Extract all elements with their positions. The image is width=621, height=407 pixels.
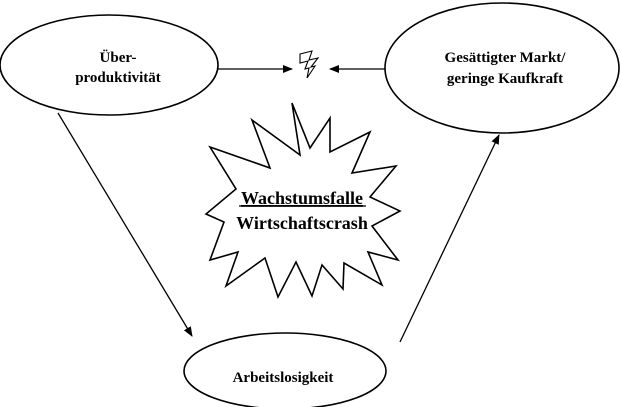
crash-starburst: Wachstumsfalle Wirtschaftscrash [204,102,402,300]
node-gesaettigter-markt-label-line1: Gesättigter Markt/ [445,50,567,66]
center-title-wirtschaftscrash: Wirtschaftscrash [236,213,368,233]
node-ueberproduktivitaet-label-line1: Über- [100,49,137,66]
node-arbeitslosigkeit: Arbeitslosigkeit [183,332,387,407]
node-arbeitslosigkeit-ellipse [183,332,387,407]
node-ueberproduktivitaet: Über- produktivität [0,14,219,116]
starburst-shape [204,102,402,300]
node-gesaettigter-markt-ellipse [384,2,620,134]
lightning-bolt-icon [299,50,320,79]
node-gesaettigter-markt: Gesättigter Markt/ geringe Kaufkraft [384,2,620,134]
node-arbeitslosigkeit-label: Arbeitslosigkeit [233,370,334,386]
node-ueberproduktivitaet-label-line2: produktivität [75,70,161,86]
arrow-ueberproduktivitaet-to-arbeitslosigkeit [57,112,193,337]
node-ueberproduktivitaet-ellipse [0,14,219,116]
arrow-arbeitslosigkeit-to-markt [399,134,500,343]
node-gesaettigter-markt-label-line2: geringe Kaufkraft [447,71,563,87]
center-title-wachstumsfalle: Wachstumsfalle [241,188,363,208]
